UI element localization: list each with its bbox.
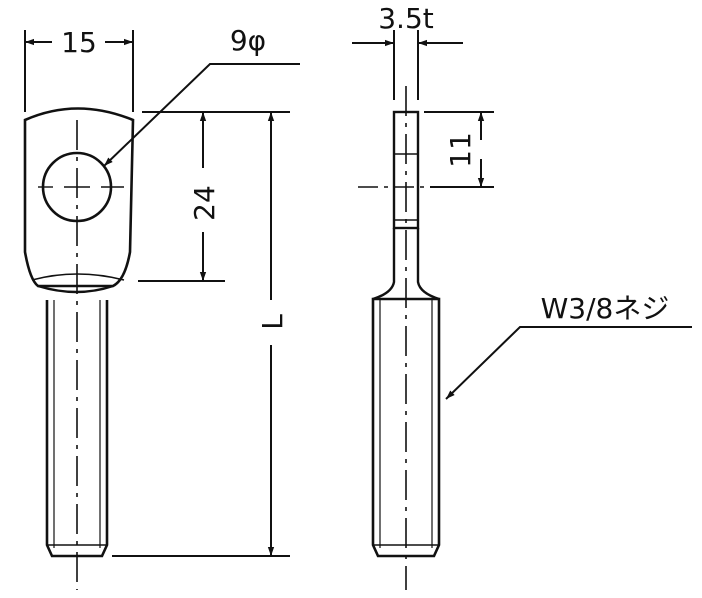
- hole-leader: [103, 63, 300, 167]
- hole-dim-label: 9φ: [230, 24, 266, 57]
- inner-curve: [31, 273, 125, 281]
- eye-head-outline: [23, 107, 135, 288]
- side-view: 3.5t 11 W3/8ネジ: [352, 2, 692, 590]
- length-dim-label: L: [256, 314, 289, 330]
- hole-center-dim-label: 24: [188, 185, 221, 221]
- flat-dim-label: 11: [444, 132, 477, 168]
- front-view: 15 9φ 24 L: [23, 24, 300, 590]
- thread-leader: [445, 326, 692, 400]
- thickness-dim-label: 3.5t: [378, 2, 434, 35]
- width-dim-label: 15: [61, 26, 97, 59]
- neck-outline: [372, 228, 440, 301]
- thread-callout-label: W3/8ネジ: [541, 292, 670, 325]
